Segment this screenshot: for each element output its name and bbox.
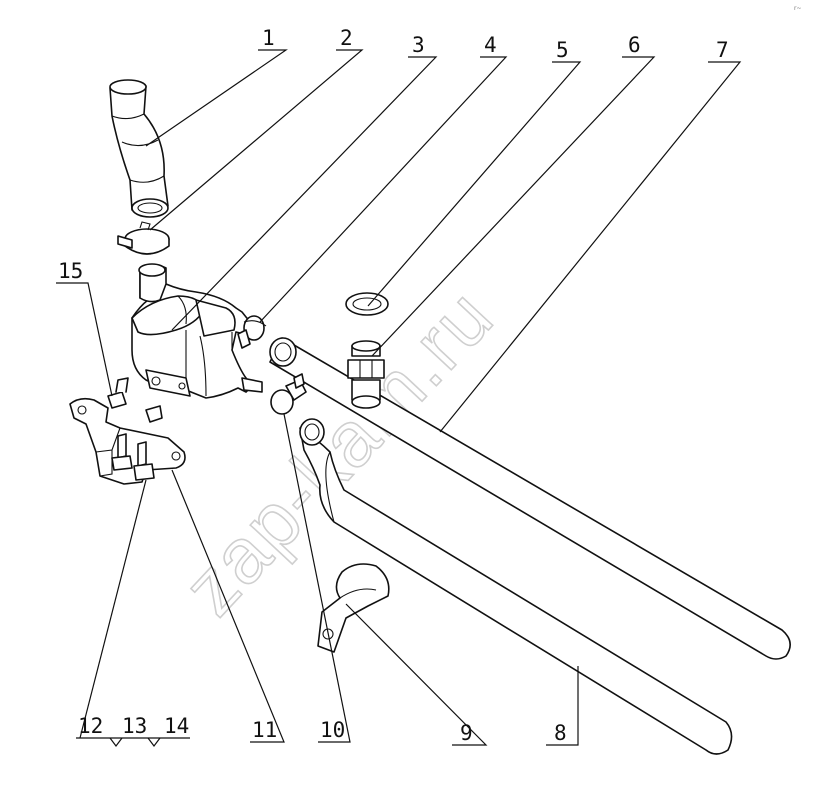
callout-5: 5 <box>556 38 569 62</box>
callout-15: 15 <box>58 259 83 283</box>
bolt-left <box>111 433 133 471</box>
p-clip-9 <box>317 563 390 653</box>
corner-mark: r~ <box>794 5 802 12</box>
bolt-15 <box>107 377 129 409</box>
mounting-bracket-11 <box>69 397 186 485</box>
callout-11: 11 <box>252 718 277 742</box>
callout-7: 7 <box>716 38 729 62</box>
callout-9: 9 <box>460 721 473 745</box>
callout-labels: 1 2 3 4 5 6 7 8 9 10 11 12 13 14 15 <box>58 26 729 745</box>
callout-8: 8 <box>554 721 567 745</box>
o-ring-5 <box>345 292 389 316</box>
hose-clamp-4 <box>237 315 267 349</box>
callout-13: 13 <box>122 714 147 738</box>
callout-2: 2 <box>340 26 353 50</box>
leader-lines <box>56 49 742 747</box>
callout-14: 14 <box>164 714 189 738</box>
callout-10: 10 <box>320 718 345 742</box>
hose-clamp-2 <box>117 221 170 255</box>
fitting-6 <box>347 340 385 409</box>
callout-1: 1 <box>262 26 275 50</box>
callout-6: 6 <box>628 33 641 57</box>
callout-4: 4 <box>484 33 497 57</box>
callout-12: 12 <box>78 714 103 738</box>
long-pipe-7 <box>269 337 791 660</box>
valve-body-3 <box>131 263 263 399</box>
lower-pipe-8 <box>299 418 733 755</box>
hose-clamp-10 <box>270 373 307 415</box>
bolt-right <box>133 441 155 481</box>
upper-hose-1 <box>109 79 169 218</box>
callout-3: 3 <box>412 33 425 57</box>
nut-upper <box>145 405 163 423</box>
